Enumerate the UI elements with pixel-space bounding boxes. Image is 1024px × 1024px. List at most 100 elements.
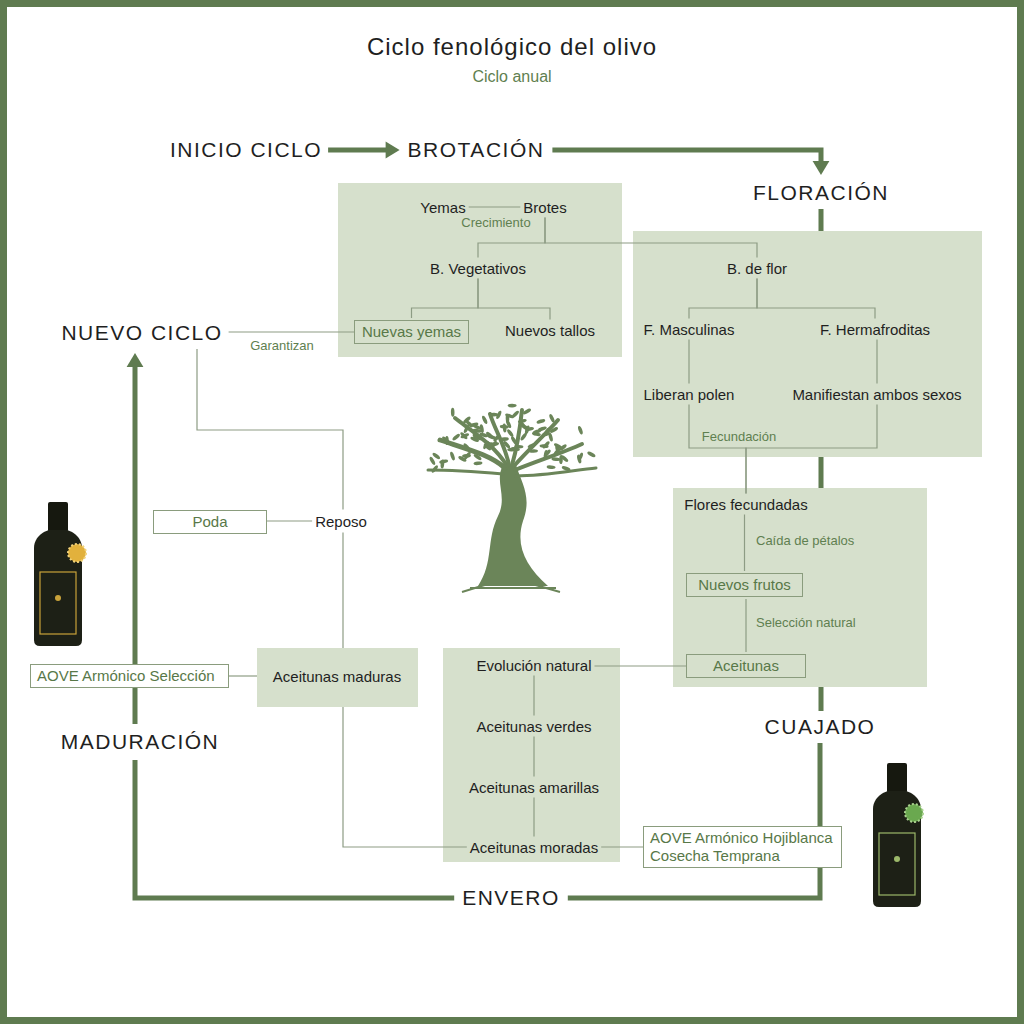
step-text: Yemas xyxy=(420,199,465,216)
arrowhead xyxy=(127,353,144,367)
step-text: Flores fecundadas xyxy=(684,496,807,513)
connector-path xyxy=(689,405,746,494)
connector-path xyxy=(595,665,687,666)
connector-line xyxy=(689,340,690,384)
connector-path xyxy=(745,599,746,652)
connector-line xyxy=(469,207,521,208)
step-text: Evolución natural xyxy=(476,657,591,674)
node-text: ENVERO xyxy=(462,886,560,910)
node-text: AOVE Armónico Selección xyxy=(37,667,222,685)
node-text: Nuevas yemas xyxy=(361,323,462,341)
stage-panel: Aceitunas maduras xyxy=(257,648,418,707)
stage-label: BROTACIÓN xyxy=(408,138,545,162)
connector-path xyxy=(135,760,454,898)
connector-path xyxy=(688,340,689,384)
connector-path xyxy=(412,279,479,319)
node-text: Reposo xyxy=(315,513,367,530)
stage-label: NUEVO CICLO xyxy=(61,321,222,345)
outlined-box: Poda xyxy=(153,510,267,534)
connector-path xyxy=(601,846,643,847)
edge-label: Fecundación xyxy=(700,429,778,444)
connector-path xyxy=(342,533,343,649)
node-text: Yemas xyxy=(420,199,465,216)
node-text: Flores fecundadas xyxy=(684,496,807,513)
step-text: Aceitunas moradas xyxy=(470,839,598,856)
title: Ciclo fenológico del olivo xyxy=(0,33,1024,61)
node-text: MADURACIÓN xyxy=(61,730,220,754)
connector-path xyxy=(328,148,388,153)
step-text: F. Hermafroditas xyxy=(820,321,930,338)
connector-path xyxy=(533,676,534,716)
connector-line xyxy=(343,533,344,649)
bottle-hojiblanca xyxy=(873,763,923,907)
node-text: Nuevos frutos xyxy=(693,576,796,594)
edge-label: Garantizan xyxy=(248,338,316,353)
node-text: Aceitunas maduras xyxy=(273,668,401,685)
connector-line xyxy=(197,349,343,510)
arrowhead xyxy=(386,142,400,159)
connector-path xyxy=(533,737,534,777)
connector-line xyxy=(534,676,535,716)
node-text: Evolución natural xyxy=(476,657,591,674)
node-text: F. Hermafroditas xyxy=(820,321,930,338)
cycle-arrow xyxy=(328,142,399,159)
outlined-box: Aceitunas xyxy=(686,654,806,678)
product-box: AOVE Armónico Selección xyxy=(30,664,229,688)
connector-line xyxy=(229,676,257,677)
step-text: Aceitunas amarillas xyxy=(469,779,599,796)
product-box: AOVE Armónico Hojiblanca Cosecha Tempran… xyxy=(643,826,842,868)
connector-path xyxy=(533,798,534,837)
connector-line xyxy=(595,666,687,667)
connector-path xyxy=(552,150,821,164)
node-text: F. Masculinas xyxy=(644,321,735,338)
cycle-arrow xyxy=(552,150,829,175)
connector-line xyxy=(267,521,312,522)
node-text: Aceitunas verdes xyxy=(476,718,591,735)
node-text: FLORACIÓN xyxy=(753,181,889,205)
edge-label: Crecimiento xyxy=(459,215,532,230)
node-text: Manifiestan ambos sexos xyxy=(792,386,961,403)
cycle-arrow xyxy=(135,760,454,898)
connector-path xyxy=(757,279,875,319)
connector-path xyxy=(197,349,343,510)
node-text: Brotes xyxy=(523,199,566,216)
stage-panel: Yemas Brotes B. VegetativosNuevas yemas Nue… xyxy=(338,183,622,357)
connector-line xyxy=(689,405,746,494)
node-text: B. de flor xyxy=(727,260,787,277)
stage-label: MADURACIÓN xyxy=(61,730,220,754)
subtitle: Ciclo anual xyxy=(0,68,1024,86)
stage-label: ENVERO xyxy=(462,886,560,910)
node-text: CUAJADO xyxy=(765,715,876,739)
outlined-box: Nuevas yemas xyxy=(354,320,469,344)
node-text: AOVE Armónico Hojiblanca Cosecha Tempran… xyxy=(650,829,835,865)
node-text: Aceitunas amarillas xyxy=(469,779,599,796)
step-text: Aceitunas verdes xyxy=(476,718,591,735)
connector-path xyxy=(229,675,257,676)
connector-line xyxy=(229,332,354,333)
node-text: NUEVO CICLO xyxy=(61,321,222,345)
connector-path xyxy=(229,331,354,332)
step-text: Nuevos tallos xyxy=(505,322,595,339)
connector-path xyxy=(343,707,467,847)
connector-path xyxy=(545,218,757,258)
connector-line xyxy=(744,515,745,572)
connector-line xyxy=(746,405,877,494)
node-text: B. Vegetativos xyxy=(430,260,526,277)
step-text: Manifiestan ambos sexos xyxy=(792,386,961,403)
node-text: Nuevos tallos xyxy=(505,322,595,339)
connector-path xyxy=(876,340,877,384)
connector-line xyxy=(534,737,535,777)
stage-panel: Flores fecundadasNuevos frutosAceitunas xyxy=(673,488,927,687)
bottle-seleccion xyxy=(34,502,86,646)
step-text: B. Vegetativos xyxy=(430,260,526,277)
connector-path xyxy=(689,279,757,319)
stage-label: FLORACIÓN xyxy=(753,181,889,205)
connector-line xyxy=(877,340,878,384)
outlined-box: Nuevos frutos xyxy=(686,573,803,597)
connector-line xyxy=(343,707,467,847)
connector-path xyxy=(267,520,312,521)
node-text: INICIO CICLO xyxy=(170,138,322,162)
connector-line xyxy=(757,279,875,319)
stage-panel: Evolución naturalAceitunas verdesAceitun… xyxy=(443,648,620,862)
